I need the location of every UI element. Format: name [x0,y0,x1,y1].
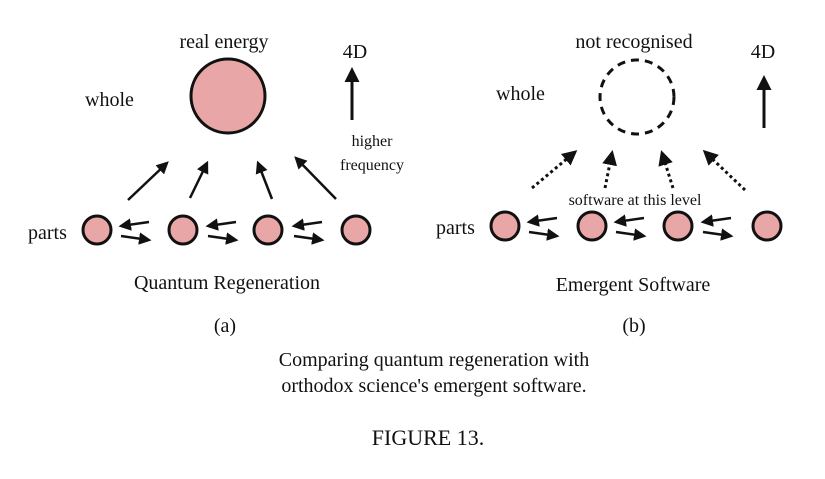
exchange-arrows-b3 [700,214,734,241]
software-level-label: software at this level [569,192,702,209]
panel-b-letter: (b) [622,315,645,337]
dotted-arrow-b1 [531,150,578,190]
figure-label: FIGURE 13. [372,425,484,450]
part-circle-b2 [576,210,608,242]
dim-label-a: 4D [343,41,367,63]
exchange-arrows-a2 [205,218,239,245]
dotted-arrow-b4 [702,149,747,192]
dim-label-b: 4D [751,41,775,63]
part-circle-b4 [751,210,783,242]
panel-b-title: Emergent Software [556,274,711,296]
whole-label-b: whole [496,83,545,105]
panel-b: not recognised whole 4D software at this… [436,31,783,337]
panel-a-letter: (a) [214,315,236,337]
part-circle-a1 [81,214,113,246]
whole-label-a: whole [85,89,134,111]
part-circle-a2 [167,214,199,246]
up-arrow-a3 [255,160,274,200]
part-circle-a4 [340,214,372,246]
up-arrow-a4 [294,156,337,200]
exchange-arrows-b2 [613,214,647,241]
exchange-arrows-a1 [118,218,152,245]
caption-line-1: Comparing quantum regeneration with [279,349,589,371]
higher-label: higher [352,133,394,150]
part-circle-b3 [662,210,694,242]
dotted-arrow-b2 [602,150,618,189]
panel-a-title: Quantum Regeneration [134,272,320,294]
up-arrow-a1 [127,161,169,201]
whole-circle-b [598,58,676,136]
parts-label-a: parts [28,222,67,244]
caption-line-2: orthodox science's emergent software. [281,375,586,397]
part-circle-b1 [489,210,521,242]
dotted-arrow-b3 [658,150,675,189]
exchange-arrows-b1 [526,214,560,241]
whole-circle-a [189,57,267,135]
not-recognised-label: not recognised [575,31,692,53]
panel-a: real energy whole 4D higher frequency pa… [28,31,404,337]
frequency-label: frequency [340,157,404,174]
exchange-arrows-a3 [291,218,325,245]
part-circle-a3 [252,214,284,246]
parts-label-b: parts [436,217,475,239]
real-energy-label: real energy [179,31,268,53]
up-arrow-a2 [188,160,209,199]
